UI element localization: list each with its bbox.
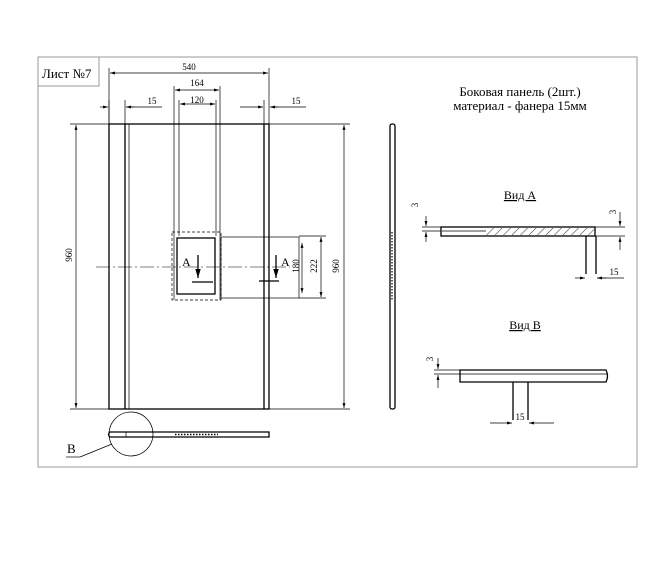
svg-text:222: 222 xyxy=(309,259,319,273)
view-a: Вид А 3 3 15 xyxy=(410,188,625,280)
dim-edge-right: 15 xyxy=(240,96,306,124)
view-a-dim-left: 3 xyxy=(410,202,420,207)
view-b-body xyxy=(459,369,609,383)
view-a-title: Вид А xyxy=(504,188,537,202)
bottom-edge-view: В xyxy=(66,411,270,458)
panel-outline xyxy=(108,123,270,410)
dim-height-left: 960 xyxy=(64,123,109,410)
dim-width-window: 120 xyxy=(180,95,215,106)
front-view: А А xyxy=(96,86,300,410)
dim-cut-height: 180 xyxy=(291,243,304,293)
view-b-title: Вид В xyxy=(509,318,541,332)
view-b: Вид В 3 15 xyxy=(425,318,609,425)
dim-height-right: 960 xyxy=(269,123,350,410)
view-b-dim-bottom: 15 xyxy=(516,412,526,422)
svg-text:540: 540 xyxy=(182,62,196,72)
svg-text:180: 180 xyxy=(291,259,301,273)
drawing-frame xyxy=(37,56,638,468)
svg-text:15: 15 xyxy=(292,96,302,106)
bottom-edge-outline xyxy=(107,431,270,438)
view-a-dim-bottom: 15 xyxy=(610,267,620,277)
section-mark-right: А xyxy=(281,255,290,269)
side-profile-outline xyxy=(389,123,396,410)
svg-text:120: 120 xyxy=(190,95,204,105)
dim-width-total: 540 xyxy=(108,62,270,124)
dim-width-inner: 164 xyxy=(175,78,219,92)
callout-circle xyxy=(108,411,154,457)
svg-text:960: 960 xyxy=(331,259,341,273)
section-mark-left: А xyxy=(182,255,191,269)
svg-text:960: 960 xyxy=(64,248,74,262)
view-a-body xyxy=(440,226,596,237)
side-profile-view xyxy=(389,123,396,410)
svg-text:164: 164 xyxy=(190,78,204,88)
view-a-hatching xyxy=(486,228,594,235)
dim-edge-left: 15 xyxy=(100,96,162,124)
material-title: материал - фанера 15мм xyxy=(453,98,587,113)
cutout-extension xyxy=(220,236,300,299)
callout-label: В xyxy=(67,441,76,456)
view-b-dim-left: 3 xyxy=(425,356,435,361)
cutout-dashed-outline xyxy=(171,231,222,301)
sheet-label-box: Лист №7 xyxy=(37,56,100,87)
dim-cut-outer: 222 xyxy=(299,235,326,299)
cutout-rectangle xyxy=(176,237,216,295)
sheet-label: Лист №7 xyxy=(42,66,92,81)
view-a-dim-right: 3 xyxy=(608,209,618,214)
callout-leader xyxy=(79,443,113,458)
part-title: Боковая панель (2шт.) xyxy=(459,84,580,99)
svg-text:15: 15 xyxy=(148,96,158,106)
